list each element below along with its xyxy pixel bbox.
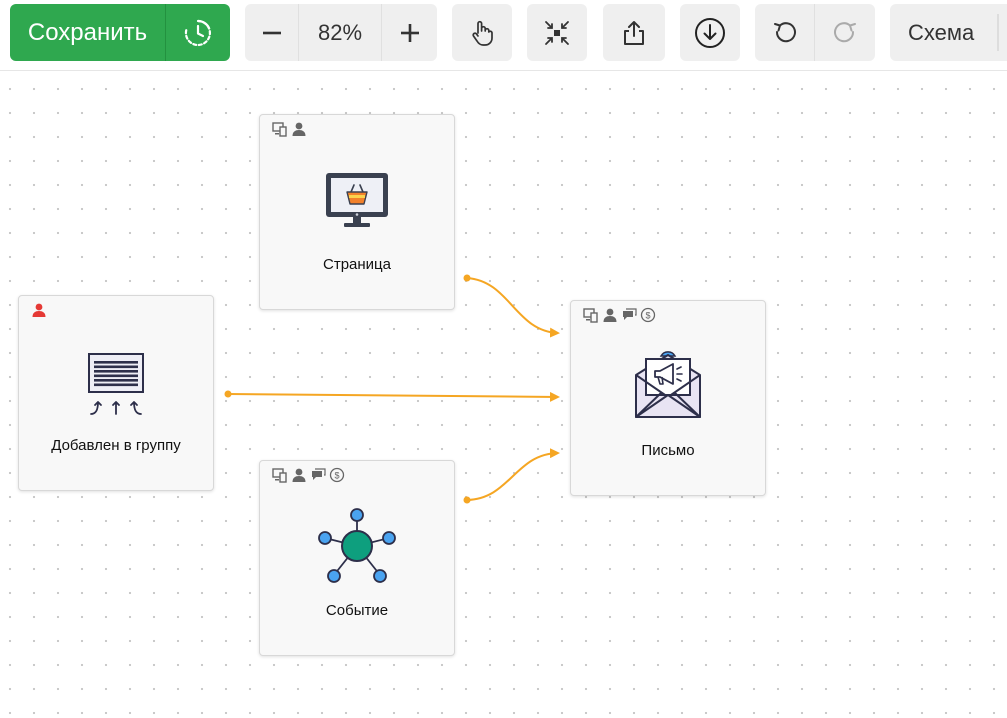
node-label: Письмо	[641, 442, 695, 459]
node-page[interactable]: Страница	[259, 114, 455, 310]
zoom-in-button[interactable]	[381, 4, 437, 61]
schema-button[interactable]: Схема	[890, 4, 1007, 61]
zoom-out-button[interactable]	[245, 4, 299, 61]
share-upload-icon	[624, 20, 644, 45]
user-icon	[31, 302, 47, 318]
history-button[interactable]	[166, 4, 230, 61]
flow-canvas[interactable]: Добавлен в группу Страница	[0, 71, 1007, 718]
monitor-basket-icon	[326, 173, 388, 227]
toolbar-divider	[997, 14, 999, 51]
connections-layer	[224, 274, 560, 504]
svg-text:$: $	[334, 471, 339, 481]
node-badges	[31, 302, 47, 318]
chat-icon	[310, 467, 326, 483]
chat-icon	[621, 307, 637, 323]
redo-icon	[834, 21, 856, 42]
history-controls	[755, 4, 875, 61]
node-badges	[272, 121, 307, 137]
plus-icon	[400, 23, 419, 42]
coin-icon: $	[640, 307, 656, 323]
node-added-to-group[interactable]: Добавлен в группу	[18, 295, 214, 491]
undo-icon	[773, 21, 796, 42]
user-icon	[291, 467, 307, 483]
collapse-arrows-icon	[545, 20, 569, 45]
zoom-level: 82%	[317, 19, 363, 45]
edge-start-dot	[224, 390, 232, 398]
coin-icon: $	[329, 467, 345, 483]
download-button[interactable]	[680, 4, 740, 61]
pan-tool-button[interactable]	[452, 4, 512, 61]
network-hub-icon	[318, 508, 396, 583]
toolbar: Сохранить 82%	[0, 0, 1007, 71]
node-event[interactable]: $ Событие	[259, 460, 455, 656]
download-circle-icon	[695, 17, 725, 48]
zoom-control: 82%	[245, 4, 437, 61]
edge-group-to-email[interactable]	[227, 391, 560, 402]
fit-to-screen-button[interactable]	[527, 4, 587, 61]
hand-pointer-icon	[472, 20, 493, 46]
node-badges: $	[583, 307, 656, 323]
node-label: Страница	[323, 256, 391, 273]
node-email[interactable]: $ Письмо	[570, 300, 766, 496]
edge-event-to-email[interactable]	[466, 448, 560, 501]
history-icon	[184, 19, 211, 46]
save-button[interactable]: Сохранить	[10, 4, 166, 61]
node-label: Добавлен в группу	[51, 437, 181, 454]
schema-label: Схема	[908, 19, 975, 45]
user-icon	[602, 307, 618, 323]
devices-icon	[272, 467, 288, 483]
minus-icon	[262, 31, 281, 34]
edge-start-dot	[463, 496, 471, 504]
svg-text:$: $	[645, 311, 650, 321]
node-label: Событие	[325, 602, 389, 619]
edge-start-dot	[463, 274, 471, 282]
node-badges: $	[272, 467, 345, 483]
devices-icon	[583, 307, 599, 323]
redo-button[interactable]	[815, 4, 875, 61]
save-button-group: Сохранить	[10, 4, 230, 61]
export-button[interactable]	[603, 4, 665, 61]
devices-icon	[272, 121, 288, 137]
list-with-arrows-icon	[88, 353, 144, 415]
user-icon	[291, 121, 307, 137]
edge-page-to-email[interactable]	[466, 277, 560, 338]
envelope-megaphone-icon	[635, 351, 701, 418]
undo-button[interactable]	[755, 4, 815, 61]
